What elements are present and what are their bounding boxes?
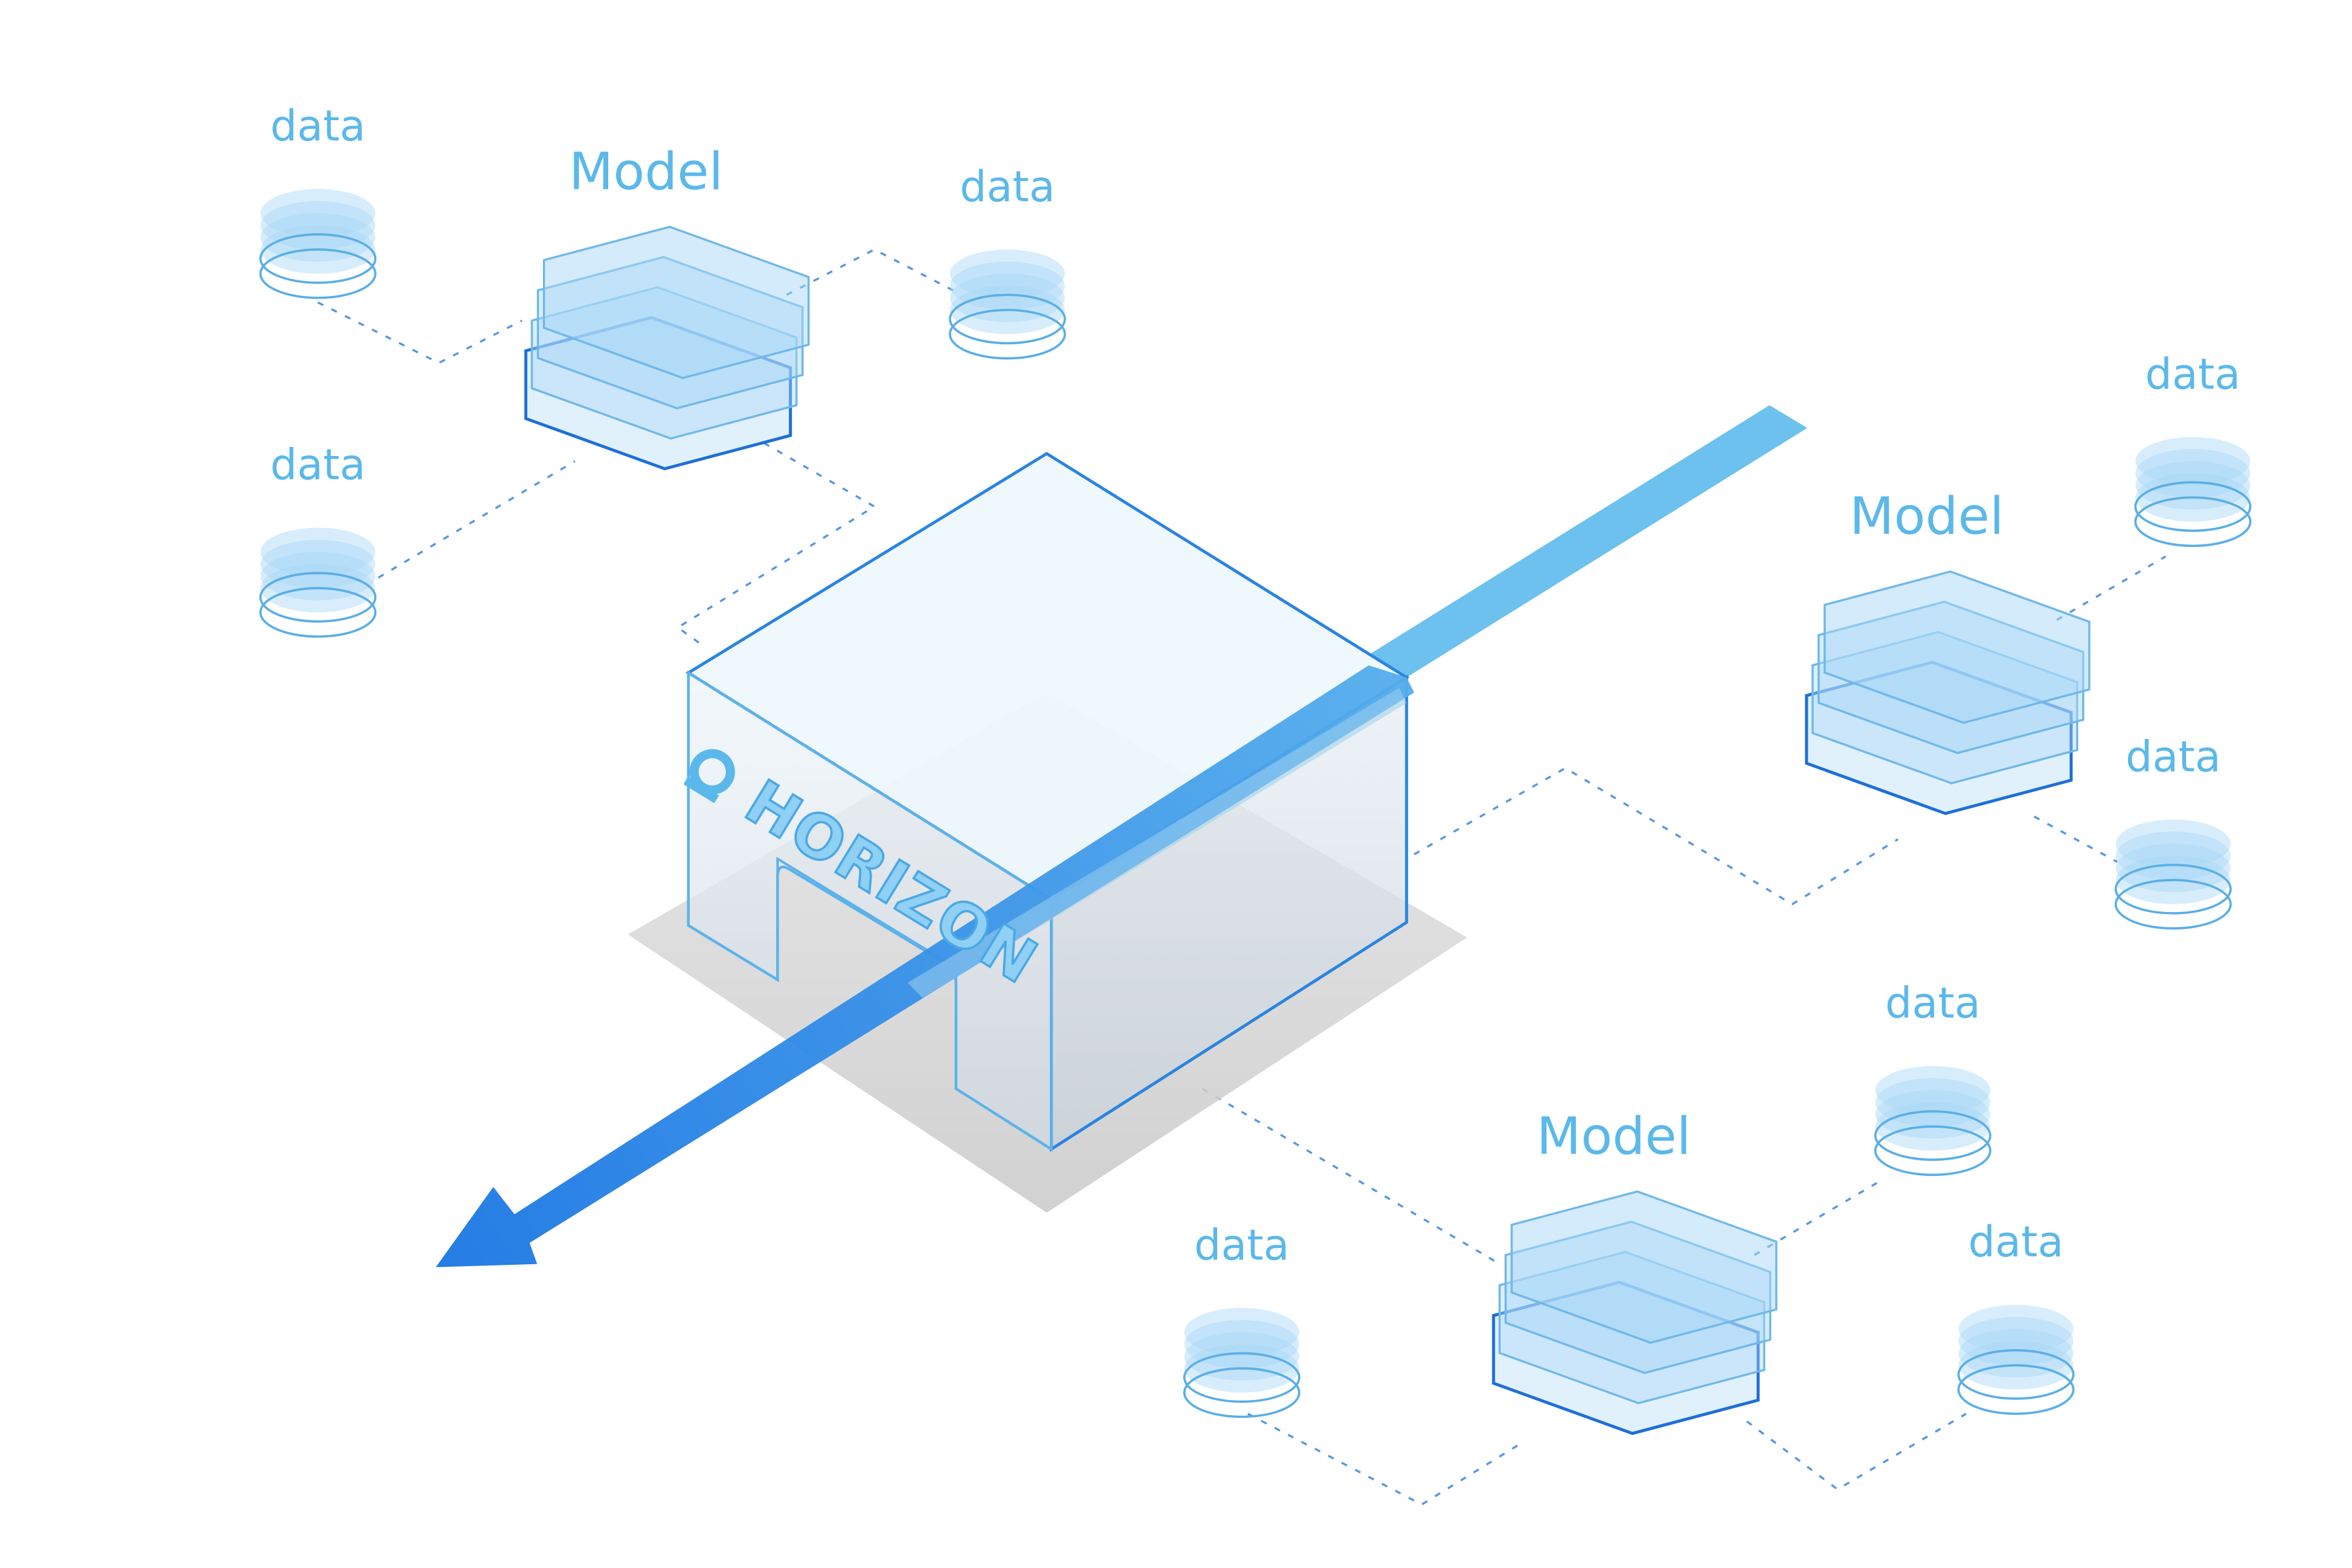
data-disk-rim [1874, 1125, 1992, 1176]
data-disk-rim [259, 587, 377, 638]
data-disk-layer [2135, 436, 2251, 485]
data-disk-layer [260, 551, 376, 600]
data-disk-rim [949, 308, 1066, 360]
data-disk-layer [260, 189, 376, 238]
data-disk-layer [1184, 1331, 1299, 1381]
data-disk-rim [2134, 481, 2252, 532]
data-disk: data [1957, 1218, 2075, 1415]
data-disk-layer [1184, 1307, 1299, 1356]
data-disk-rim [1183, 1352, 1301, 1403]
data-disk-rim [259, 572, 377, 623]
connector-line [378, 460, 576, 579]
data-label: data [270, 102, 366, 151]
data-disk-rim [1874, 1110, 1992, 1161]
data-disk: data [2134, 350, 2252, 547]
model-stack: Model [1805, 486, 2091, 815]
data-disk-layer [2115, 819, 2231, 868]
data-disk-layer [950, 249, 1065, 298]
data-disk: data [2114, 732, 2232, 930]
data-disk: data [949, 163, 1066, 360]
data-disk: data [1183, 1221, 1301, 1418]
data-label: data [1968, 1218, 2064, 1267]
data-label: data [960, 163, 1055, 212]
model-layer [1823, 570, 2091, 724]
data-disk-layer [260, 527, 376, 576]
data-disk-rim [259, 248, 377, 299]
model-label: Model [1850, 486, 2004, 546]
connector-line [1754, 1178, 1884, 1256]
data-label: data [1194, 1221, 1290, 1270]
data-disk-rim [2114, 864, 2232, 915]
connector-line [676, 442, 877, 644]
data-label: data [2145, 350, 2240, 399]
model-stack: Model [524, 141, 810, 470]
data-disk-rim [949, 293, 1066, 345]
data-label: data [270, 441, 366, 490]
connector-line [1201, 1087, 1498, 1264]
box-arch-edge [776, 857, 958, 1089]
data-label: data [1885, 979, 1980, 1028]
data-disk-rim [1957, 1348, 2075, 1400]
model-stack: Model [1492, 1106, 1778, 1435]
data-disk-rim [1957, 1364, 2075, 1415]
data-disk-rim [2134, 496, 2252, 547]
model-layer [542, 225, 810, 380]
data-disk: data [259, 441, 377, 638]
data-stream-arrow-back [1369, 405, 1808, 678]
data-stream-arrow-inside [907, 688, 1407, 998]
data-disk-layer [1875, 1066, 1991, 1115]
data-disk-layer [1958, 1329, 2074, 1378]
node-layer: ModeldatadatadataModeldatadataModeldatad… [259, 102, 2252, 1435]
connector-line [1746, 1413, 1967, 1491]
model-label: Model [1537, 1106, 1691, 1166]
data-disk-layer [1958, 1305, 2074, 1354]
connector-line [1247, 1413, 1521, 1506]
model-layer [1511, 1190, 1778, 1344]
data-disk-layer [1875, 1090, 1991, 1139]
data-disk-rim [259, 233, 377, 284]
data-disk-layer [260, 213, 376, 262]
data-disk-layer [950, 273, 1065, 322]
data-disk: data [259, 102, 377, 299]
data-disk-layer [2115, 843, 2231, 892]
connector-line [1413, 766, 1899, 906]
data-disk-layer [2135, 461, 2251, 510]
data-disk-rim [1183, 1367, 1301, 1418]
data-disk: data [1874, 979, 1992, 1176]
connector-line [317, 301, 523, 365]
connector-line [786, 248, 954, 296]
data-disk-rim [2114, 879, 2232, 930]
data-stream-arrow-front [436, 665, 1414, 1267]
connector-line [2033, 815, 2118, 863]
horizon-logo-icon [683, 749, 735, 804]
data-label: data [2125, 732, 2221, 781]
connector-lines [317, 248, 2166, 1506]
model-label: Model [569, 141, 723, 201]
connector-line [2056, 555, 2166, 621]
